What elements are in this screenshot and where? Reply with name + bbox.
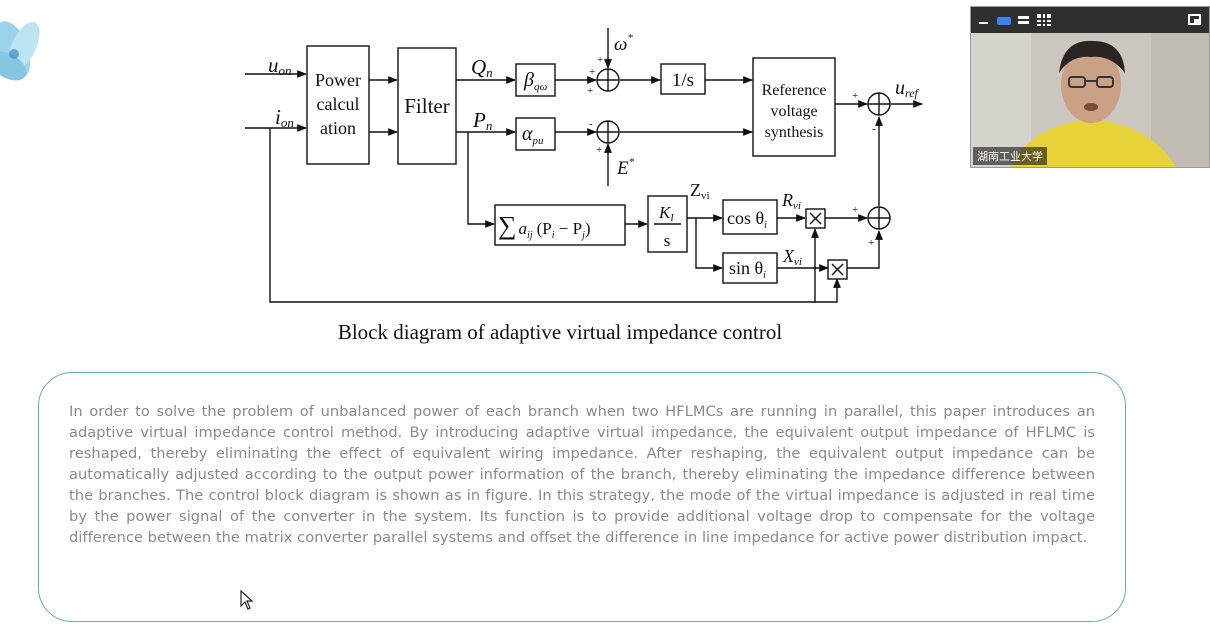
integrator-block: 1/s bbox=[672, 70, 694, 91]
signal-u-ref: uref bbox=[895, 77, 920, 100]
svg-text:-: - bbox=[589, 118, 593, 130]
svg-text:+: + bbox=[852, 204, 858, 216]
ki-denominator: s bbox=[664, 231, 671, 250]
svg-text:synthesis: synthesis bbox=[765, 124, 824, 141]
filter-block: Filter bbox=[404, 94, 450, 118]
block-diagram: uon ion Qn Pn ω* E* uref Zvi Rvi Xvi Pow… bbox=[245, 28, 923, 303]
summing-signs: + + + - + + - + + bbox=[587, 54, 876, 249]
signal-x-vi: Xvi bbox=[782, 246, 802, 268]
svg-text:+: + bbox=[852, 90, 858, 102]
signal-i-on: ion bbox=[275, 105, 294, 130]
cos-theta-block: cos θi bbox=[727, 208, 767, 231]
reference-voltage-synthesis-block: Reference voltage synthesis bbox=[762, 82, 827, 141]
signal-p-n: Pn bbox=[472, 108, 492, 133]
signal-u-on: uon bbox=[268, 53, 292, 78]
decorative-flower-icon bbox=[0, 21, 40, 81]
beta-block: βqω bbox=[523, 69, 547, 93]
minimize-icon[interactable] bbox=[977, 14, 991, 26]
participant-video-feed bbox=[971, 33, 1209, 167]
svg-text:-: - bbox=[872, 123, 876, 135]
description-paragraph: In order to solve the problem of unbalan… bbox=[69, 403, 1095, 546]
list-view-icon[interactable] bbox=[1017, 14, 1031, 26]
svg-text:Reference: Reference bbox=[762, 82, 827, 99]
signal-omega-star: ω* bbox=[614, 32, 633, 55]
description-box: In order to solve the problem of unbalan… bbox=[38, 372, 1126, 622]
video-participant-tile[interactable]: 湖南工业大学 bbox=[970, 6, 1210, 168]
ki-gain-block: KI bbox=[658, 203, 674, 224]
svg-text:+: + bbox=[587, 85, 593, 97]
svg-text:+: + bbox=[868, 237, 874, 249]
alpha-block: αpu bbox=[522, 123, 544, 147]
svg-text:+: + bbox=[596, 144, 602, 156]
consensus-sum-block: ∑aij(Pi − Pj) bbox=[498, 211, 591, 241]
svg-text:Power: Power bbox=[315, 70, 361, 90]
mouse-cursor-icon bbox=[240, 590, 254, 610]
svg-text:+: + bbox=[589, 66, 595, 78]
signal-q-n: Qn bbox=[471, 55, 493, 80]
speaker-view-icon[interactable] bbox=[997, 17, 1011, 25]
svg-text:+: + bbox=[597, 54, 603, 66]
sin-theta-block: sin θi bbox=[729, 258, 766, 281]
signal-z-vi: Zvi bbox=[690, 180, 710, 202]
video-toolbar bbox=[971, 7, 1209, 33]
signal-e-star: E* bbox=[616, 156, 635, 179]
svg-text:calcul: calcul bbox=[317, 94, 360, 114]
signal-r-vi: Rvi bbox=[781, 190, 801, 212]
participant-label: 湖南工业大学 bbox=[973, 147, 1047, 165]
svg-text:ation: ation bbox=[320, 118, 356, 138]
share-screen-icon[interactable] bbox=[1188, 14, 1201, 25]
svg-text:voltage: voltage bbox=[770, 103, 817, 120]
diagram-caption: Block diagram of adaptive virtual impeda… bbox=[337, 320, 783, 344]
grid-view-icon[interactable] bbox=[1037, 14, 1051, 26]
power-calculation-block: Power calcul ation bbox=[315, 70, 361, 138]
